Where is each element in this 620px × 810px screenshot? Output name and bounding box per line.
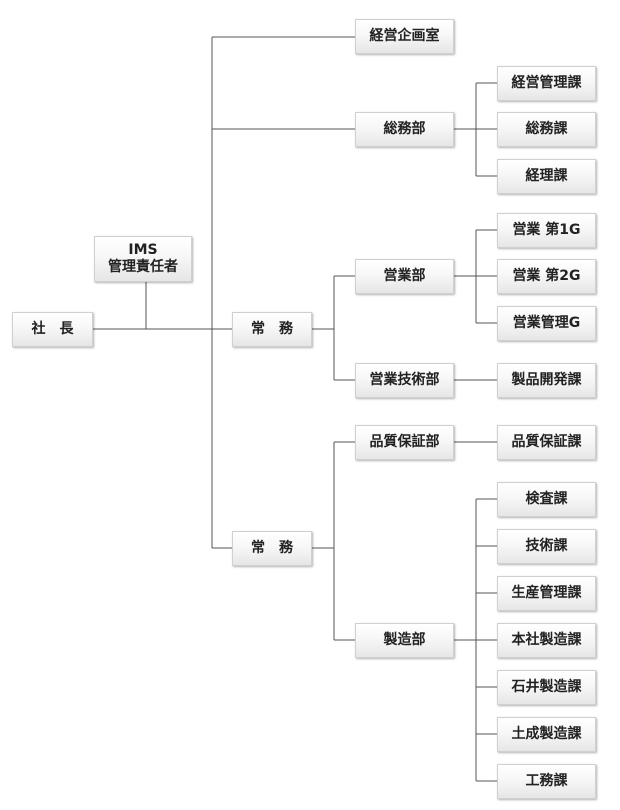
president-box: 社 長 <box>12 312 93 347</box>
sales-group-2-box: 営業 第2G <box>497 259 596 294</box>
product-development-section-box: 製品開発課 <box>497 363 596 398</box>
donari-mfg-section-box: 土成製造課 <box>497 717 596 752</box>
ims-manager-box: IMS 管理責任者 <box>94 236 192 282</box>
maintenance-section-box: 工務課 <box>497 764 596 799</box>
production-control-section-box: 生産管理課 <box>497 576 596 611</box>
general-affairs-section-box: 総務課 <box>497 112 596 147</box>
manufacturing-dept-box: 製造部 <box>355 623 454 658</box>
quality-assurance-dept-box: 品質保証部 <box>355 425 454 460</box>
engineering-section-box: 技術課 <box>497 529 596 564</box>
management-section-box: 経営管理課 <box>497 66 596 101</box>
sales-management-group-box: 営業管理G <box>497 306 596 341</box>
director-box-2: 常 務 <box>232 531 312 566</box>
general-affairs-dept-box: 総務部 <box>355 112 454 147</box>
sales-group-1-box: 営業 第1G <box>497 213 596 248</box>
sales-engineering-dept-box: 営業技術部 <box>355 363 454 398</box>
inspection-section-box: 検査課 <box>497 482 596 517</box>
accounting-section-box: 経理課 <box>497 159 596 194</box>
director-box-1: 常 務 <box>232 312 312 347</box>
quality-assurance-section-box: 品質保証課 <box>497 425 596 460</box>
head-office-mfg-section-box: 本社製造課 <box>497 623 596 658</box>
ishii-mfg-section-box: 石井製造課 <box>497 670 596 705</box>
sales-dept-box: 営業部 <box>355 259 454 294</box>
planning-office-box: 経営企画室 <box>355 19 454 54</box>
